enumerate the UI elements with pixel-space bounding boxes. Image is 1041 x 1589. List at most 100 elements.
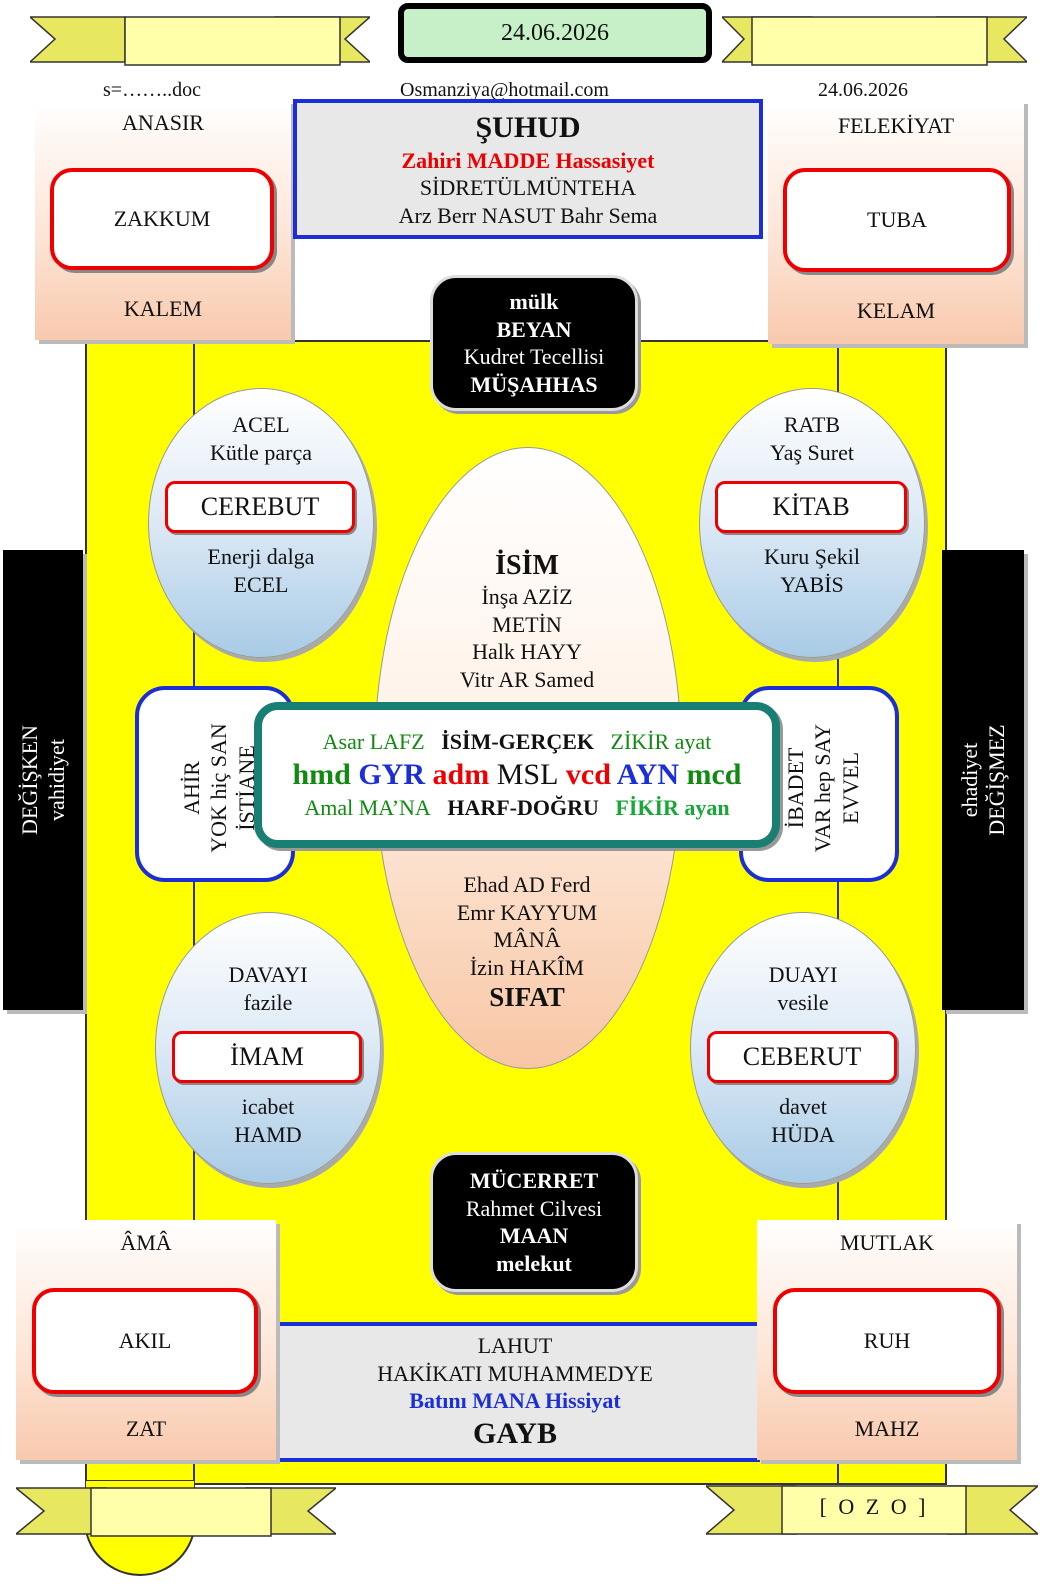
center-abbr: MSL	[496, 758, 559, 791]
egg-kitab: RATB Yaş Suret KİTAB Kuru Şekil YABİS	[699, 388, 925, 658]
left-column	[85, 340, 195, 1485]
center-row1-left: Asar LAFZ	[322, 729, 425, 755]
left-round-line2: YOK hiç SAN	[206, 723, 232, 853]
egg-top-line2: Yaş Suret	[770, 439, 854, 465]
center-abbr: mcd	[686, 758, 742, 791]
oval-top-line: Halk HAYY	[472, 639, 582, 664]
center-row3-mid: HARF-DOĞRU	[447, 795, 599, 820]
center-row3-left: Amal MA’NA	[304, 795, 431, 820]
right-round-text: İBADET VAR hep SAY EVVEL	[783, 690, 863, 886]
egg-label-box: İMAM	[172, 1031, 362, 1083]
oval-bottom-line: Ehad AD Ferd	[463, 872, 591, 897]
corner-middle-label: TUBA	[867, 207, 927, 232]
oval-top-line: METİN	[492, 611, 562, 637]
corner-box-ama: ÂMÂ AKIL ZAT	[16, 1220, 276, 1460]
egg-top-text: RATB Yaş Suret	[700, 411, 924, 466]
oval-bottom-title: SIFAT	[489, 982, 565, 1012]
mulk-line4: MÜŞAHHAS	[470, 371, 598, 397]
sidebar-right-text: ehadiyet DEĞİŞMEZ	[957, 550, 1010, 1010]
mucerret-line4: melekut	[496, 1250, 572, 1276]
egg-bottom-text: icabet HAMD	[156, 1093, 380, 1148]
left-round-text: AHİR YOK hiç SAN İSTİANE	[179, 690, 259, 886]
corner-top-label: ANASIR	[122, 110, 204, 135]
egg-top-line1: DUAYI	[768, 962, 838, 987]
center-row1: Asar LAFZ İSİM-GERÇEK ZİKİR ayat	[323, 727, 712, 757]
mulk-box: mülk BEYAN Kudret Tecellisi MÜŞAHHAS	[430, 275, 638, 411]
egg-bottom-line1: Enerji dalga	[207, 544, 315, 569]
corner-top-label: MUTLAK	[839, 1230, 935, 1255]
egg-bottom-text: davet HÜDA	[691, 1093, 915, 1148]
banner-top-left	[30, 16, 370, 66]
center-abbr: GYR	[358, 758, 426, 791]
oval-bottom-line: Emr KAYYUM	[456, 899, 598, 925]
center-row1-mid: İSİM-GERÇEK	[441, 729, 595, 755]
mucerret-box: MÜCERRET Rahmet Cilvesi MAAN melekut	[430, 1152, 638, 1292]
mulk-line1: mülk	[509, 289, 559, 314]
corner-red-box: TUBA	[783, 168, 1011, 272]
mucerret-line2: Rahmet Cilvesi	[465, 1195, 603, 1221]
date-box-text: 24.06.2026	[501, 19, 609, 46]
sidebar-left: DEĞİŞKEN vahidiyet	[3, 550, 83, 1010]
shuhud-subtitle: Zahiri MADDE Hassasiyet	[401, 147, 655, 173]
sidebar-right-line2: DEĞİŞMEZ	[984, 724, 1009, 836]
egg-bottom-line2: YABİS	[780, 571, 844, 597]
left-round-line1: AHİR	[178, 761, 204, 815]
oval-bottom-line: MÂNÂ	[493, 927, 561, 952]
egg-top-line2: vesile	[777, 989, 829, 1015]
gayb-subtitle: Batını MANA Hissiyat	[409, 1388, 621, 1413]
egg-top-line2: Kütle parça	[210, 439, 312, 465]
egg-top-text: DAVAYI fazile	[156, 961, 380, 1016]
egg-bottom-line2: ECEL	[233, 571, 289, 597]
shuhud-box: ŞUHUD Zahiri MADDE Hassasiyet SİDRETÜLMÜ…	[293, 99, 763, 239]
ozo-tag: [ O Z O ]	[819, 1494, 929, 1519]
corner-box-felekiyat: FELEKİYAT TUBA KELAM	[768, 100, 1024, 344]
egg-bottom-line2: HAMD	[234, 1121, 302, 1147]
egg-label-box: KİTAB	[715, 481, 907, 533]
gayb-line2: HAKİKATI MUHAMMEDYE	[377, 1360, 653, 1386]
corner-red-box: AKIL	[32, 1288, 258, 1394]
corner-red-box: ZAKKUM	[50, 168, 274, 270]
oval-top-title: İSİM	[495, 550, 559, 581]
oval-top-text: İSİM İnşa AZİZ METİN Halk HAYY Vitr AR S…	[374, 548, 680, 693]
gayb-box: LAHUT HAKİKATI MUHAMMEDYE Batını MANA Hi…	[270, 1322, 760, 1462]
center-abbr: adm	[432, 758, 490, 791]
mulk-line3: Kudret Tecellisi	[463, 344, 605, 369]
egg-cerebut: ACEL Kütle parça CEREBUT Enerji dalga EC…	[148, 388, 374, 658]
sidebar-left-line2: vahidiyet	[44, 739, 69, 821]
file-name: s=……..doc	[103, 79, 201, 101]
egg-top-line1: DAVAYI	[228, 962, 308, 987]
egg-top-line1: RATB	[783, 412, 841, 437]
sidebar-left-text: DEĞİŞKEN vahidiyet	[17, 550, 70, 1010]
shuhud-line2: Arz Berr NASUT Bahr Sema	[398, 202, 658, 228]
gayb-title: GAYB	[473, 1416, 557, 1450]
banner-bottom-right	[706, 1485, 1038, 1535]
corner-bottom-label: ZAT	[125, 1416, 167, 1441]
center-row2: hmd GYR adm MSL vcd AYN mcd	[292, 757, 741, 793]
egg-bottom-line2: HÜDA	[771, 1121, 835, 1147]
oval-bottom-text: Ehad AD Ferd Emr KAYYUM MÂNÂ İzin HAKÎM …	[374, 871, 680, 1015]
oval-top-line: Vitr AR Samed	[459, 666, 595, 692]
banner-bottom-left	[16, 1487, 336, 1537]
corner-middle-label: AKIL	[118, 1328, 172, 1353]
sidebar-left-line1: DEĞİŞKEN	[16, 725, 42, 835]
sidebar-right: ehadiyet DEĞİŞMEZ	[942, 550, 1024, 1010]
shuhud-title: ŞUHUD	[475, 111, 581, 144]
egg-ceberut: DUAYI vesile CEBERUT davet HÜDA	[690, 912, 916, 1184]
shuhud-line1: SİDRETÜLMÜNTEHA	[419, 175, 637, 200]
center-abbr: hmd	[292, 758, 351, 791]
corner-top-label: FELEKİYAT	[837, 113, 955, 138]
corner-bottom-label: MAHZ	[854, 1416, 920, 1441]
right-column	[837, 340, 947, 1485]
center-abbr: AYN	[616, 758, 679, 791]
egg-bottom-line1: Kuru Şekil	[764, 544, 860, 569]
email: Osmanziya@hotmail.com	[400, 79, 609, 101]
corner-red-box: RUH	[773, 1288, 1001, 1394]
banner-top-right	[722, 16, 1027, 66]
egg-top-line1: ACEL	[232, 412, 290, 437]
corner-middle-label: ZAKKUM	[113, 206, 211, 231]
egg-bottom-line1: davet	[779, 1094, 827, 1119]
egg-bottom-text: Enerji dalga ECEL	[149, 543, 373, 598]
egg-label: CEREBUT	[200, 492, 320, 521]
egg-top-line2: fazile	[243, 989, 293, 1015]
egg-label: İMAM	[230, 1042, 304, 1071]
